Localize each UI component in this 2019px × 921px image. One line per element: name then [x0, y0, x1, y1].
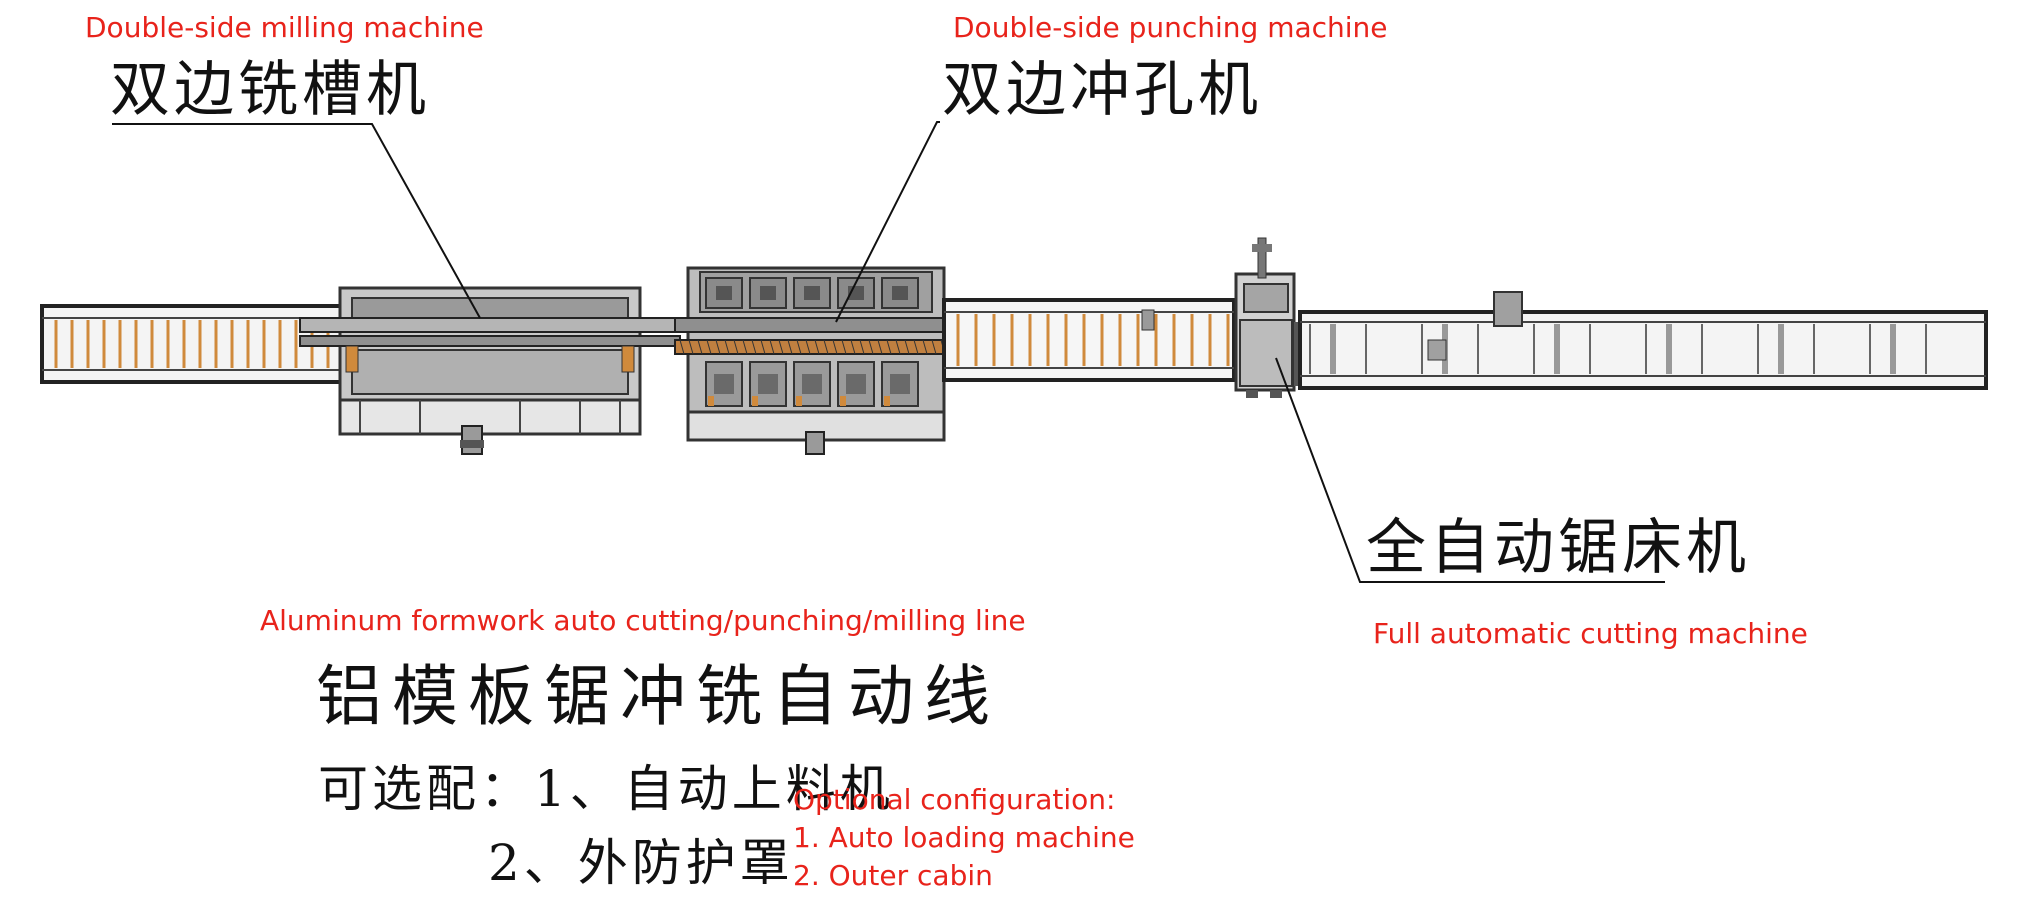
optional-config-en-item1: 1. Auto loading machine — [793, 821, 1135, 854]
tooth — [688, 339, 694, 355]
tooth — [895, 339, 901, 355]
tooth — [751, 339, 757, 355]
optional-config-en-item2: 2. Outer cabin — [793, 859, 993, 892]
tooth — [697, 339, 703, 355]
punching-machine-label-en: Double-side punching machine — [953, 11, 1388, 44]
punch-die — [846, 374, 866, 394]
optional-config-cn-line1: 可选配：1、自动上料机 — [318, 760, 894, 818]
punching-machine — [674, 266, 958, 455]
transfer-conveyor — [942, 298, 1236, 382]
saw-machine — [1234, 237, 1300, 398]
punching-machine-label-cn: 双边冲孔机 — [942, 55, 1262, 125]
optional-config-cn-line2: 2、外防护罩 — [488, 834, 794, 892]
punch-clamp — [708, 396, 714, 406]
tooth — [859, 339, 865, 355]
tooth — [922, 339, 928, 355]
tooth — [787, 339, 793, 355]
tooth — [877, 339, 883, 355]
tooth — [796, 339, 802, 355]
tooth — [769, 339, 775, 355]
tooth — [931, 339, 937, 355]
punch-head — [892, 286, 908, 300]
punch-clamp — [752, 396, 758, 406]
punch-clamp — [796, 396, 802, 406]
tooth — [841, 339, 847, 355]
frame-bar — [1554, 324, 1560, 374]
tooth — [760, 339, 766, 355]
optional-config-en-title: Optional configuration: — [793, 783, 1116, 816]
line-title-en: Aluminum formwork auto cutting/punching/… — [260, 604, 1026, 637]
milling-machine-label-en: Double-side milling machine — [85, 11, 484, 44]
punch-clamp — [840, 396, 846, 406]
line-title-cn: 铝模板锯冲铣自动线 — [316, 658, 1000, 735]
tooth — [886, 339, 892, 355]
punch-clamp — [884, 396, 890, 406]
tooth — [850, 339, 856, 355]
punch-die — [802, 374, 822, 394]
leader-lines — [112, 121, 1665, 583]
tooth — [742, 339, 748, 355]
tooth — [814, 339, 820, 355]
punch-head — [804, 286, 820, 300]
tooth — [805, 339, 811, 355]
tooth — [706, 339, 712, 355]
tooth — [823, 339, 829, 355]
frame-bar — [1666, 324, 1672, 374]
outfeed-conveyor — [1298, 291, 1988, 390]
infeed-conveyor — [40, 304, 344, 384]
frame-bar — [1330, 324, 1336, 374]
tooth — [904, 339, 910, 355]
cutting-machine-label-en: Full automatic cutting machine — [1373, 617, 1808, 650]
tooth — [868, 339, 874, 355]
milling-machine — [299, 286, 681, 455]
tooth — [724, 339, 730, 355]
leader-line-punching — [835, 121, 940, 323]
punch-die — [890, 374, 910, 394]
tooth — [913, 339, 919, 355]
punch-head — [760, 286, 776, 300]
tooth — [679, 339, 685, 355]
tooth — [733, 339, 739, 355]
leader-line-cutting — [1275, 357, 1665, 583]
tooth — [832, 339, 838, 355]
cutting-machine-label-cn: 全自动锯床机 — [1366, 513, 1750, 583]
punch-die — [758, 374, 778, 394]
tooth — [778, 339, 784, 355]
leader-line-milling — [112, 123, 481, 319]
milling-machine-label-cn: 双边铣槽机 — [110, 55, 430, 125]
frame-bar — [1778, 324, 1784, 374]
frame-bar — [1890, 324, 1896, 374]
tooth — [715, 339, 721, 355]
punch-head — [716, 286, 732, 300]
punch-die — [714, 374, 734, 394]
